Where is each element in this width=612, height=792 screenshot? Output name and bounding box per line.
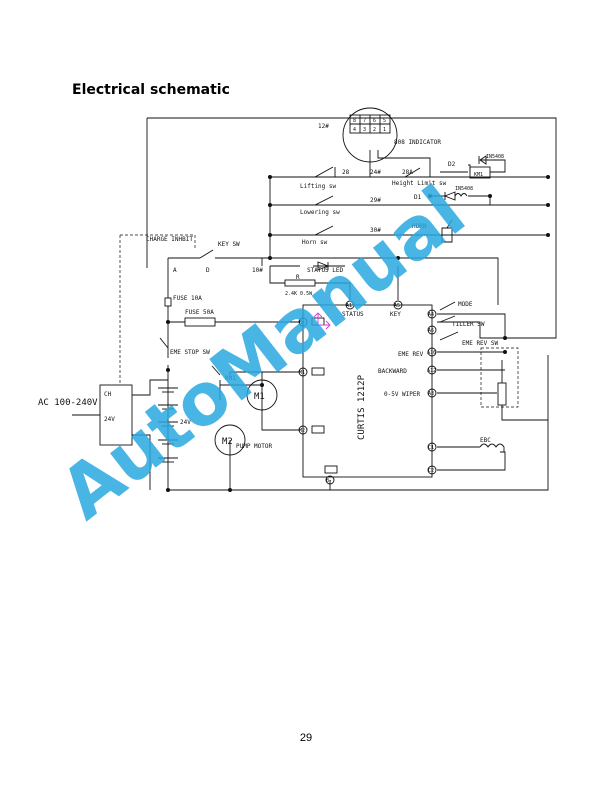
label-km1-contact: KM1 (225, 375, 236, 382)
label-fuse10: FUSE 10A (173, 295, 202, 302)
label-ch: CH (104, 391, 112, 398)
label-pump-motor: PUMP MOTOR (236, 443, 273, 450)
terminal-a6: A6 (428, 328, 434, 334)
km1-relay-coil (469, 166, 491, 179)
switch-symbols (159, 166, 459, 376)
indicator-pin: 4 (353, 127, 356, 133)
label-in5408-a: IN5408 (486, 154, 504, 160)
terminal-a1: A1 (346, 303, 352, 309)
indicator-808: 8 7 6 5 4 3 2 1 (342, 107, 398, 163)
label-d1: D1 (414, 194, 422, 201)
label-r: R (296, 274, 300, 281)
label-m1: M1 (254, 392, 265, 402)
terminal-m1: M1 (299, 370, 305, 376)
label-eme-rev-sw: EME REV SW (462, 340, 499, 347)
label-fuse50: FUSE 50A (185, 309, 214, 316)
label-charge-inhibit: CHARGE INHBIT (146, 236, 193, 243)
terminal-a16: A16 (427, 350, 436, 356)
terminal-a4: A4 (428, 312, 434, 318)
terminal-bplus: B+ (299, 320, 305, 326)
fuse-10a (164, 297, 172, 307)
label-wire12: 12# (318, 123, 329, 130)
horn-symbol (441, 219, 453, 243)
terminal-m2: M2 (299, 428, 305, 434)
label-battery-v: 24V (180, 419, 191, 426)
schematic-labels: 12# 808 INDICATOR D2 IN5408 KM1 Lifting … (38, 123, 504, 484)
label-status-led: STATUS LED (307, 267, 344, 274)
indicator-pin: 8 (353, 118, 356, 124)
terminal-a3: A3 (428, 391, 434, 397)
label-a: A (173, 267, 177, 274)
terminal-a12: A12 (427, 368, 436, 374)
label-lowering-sw: Lowering sw (300, 209, 340, 216)
diode-d2 (478, 155, 487, 165)
label-d2: D2 (448, 161, 456, 168)
label-key-sw: KEY SW (218, 241, 240, 248)
pump-motor-m2 (214, 424, 246, 456)
label-wire28a: 28A (402, 169, 413, 176)
resistor-r (284, 279, 316, 287)
label-wire10: 10# (252, 267, 263, 274)
label-wiper: 0-5V WIPER (384, 391, 421, 398)
label-m2: M2 (222, 437, 233, 447)
indicator-pin: 1 (383, 127, 386, 133)
label-in5408-b: IN5408 (455, 186, 473, 192)
label-mode: MODE (458, 301, 473, 308)
indicator-pin: 5 (383, 118, 386, 124)
label-horn: HORN (412, 223, 427, 230)
label-d: D (206, 267, 210, 274)
terminal-c2: C2 (428, 468, 434, 474)
label-controller: CURTIS 1212P (357, 374, 367, 440)
controller-terminals (298, 300, 437, 485)
label-wire28: 28 (342, 169, 350, 176)
wiper-potentiometer (497, 382, 507, 406)
label-indicator: 808 INDICATOR (394, 139, 441, 146)
terminal-a5: A5 (394, 303, 400, 309)
junction-dots (166, 175, 550, 492)
label-height-limit: Height Limit sw (392, 180, 447, 187)
label-ac: AC 100-240V (38, 398, 98, 408)
label-eme-stop: EME STOP SW (170, 349, 210, 356)
label-backward: BACKWARD (378, 368, 407, 375)
components (158, 155, 507, 485)
fuse-50a (184, 317, 216, 327)
indicator-pin: 6 (373, 118, 376, 124)
label-status: STATUS (342, 311, 364, 318)
indicator-pin: 2 (373, 127, 376, 133)
status-led (317, 261, 330, 271)
axis-mark-icon (313, 312, 331, 330)
indicator-pin: 3 (363, 127, 366, 133)
label-horn-sw: Horn sw (302, 239, 328, 246)
indicator-pin: 7 (363, 118, 366, 124)
label-resistor-value: 2.4K 0.5W (285, 291, 313, 297)
label-eme-rev: EME REV (398, 351, 424, 358)
coil-d1 (454, 193, 468, 197)
label-wire24: 24# (370, 169, 381, 176)
label-ch-v: 24V (104, 416, 115, 423)
label-tiller-sw: TILLER SW (452, 321, 485, 328)
terminal-c1: C1 (428, 445, 434, 451)
label-km1: KM1 (474, 172, 483, 178)
label-ebc: EBC (480, 437, 491, 444)
page-heading: Electrical schematic (72, 82, 230, 98)
motor-m1 (246, 379, 278, 411)
terminal-bminus: B- (326, 478, 332, 484)
label-wire30: 30# (370, 227, 381, 234)
label-lifting-sw: Lifting sw (300, 183, 337, 190)
page-number: 29 (299, 732, 313, 744)
label-key: KEY (390, 311, 401, 318)
ebc-coil (479, 443, 505, 452)
battery-24v (158, 387, 178, 463)
label-wire29: 29# (370, 197, 381, 204)
